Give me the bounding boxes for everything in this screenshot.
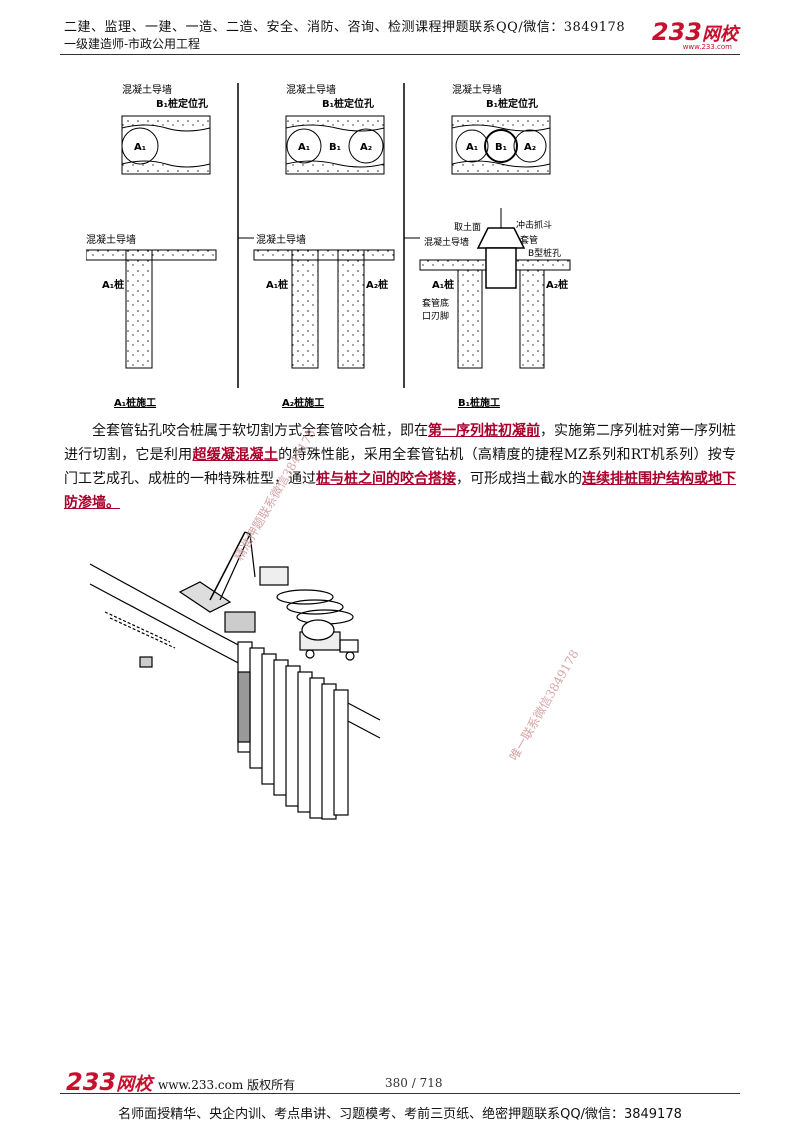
label-impact-grab: 冲击抓斗 (516, 219, 552, 231)
plan-label-locating-hole: B₁桩定位孔 (322, 97, 374, 110)
panel-2-plan: 混凝土导墙 B₁桩定位孔 A₁ B₁ A₂ (285, 83, 385, 175)
elev-label-guide-wall: 混凝土导墙 (424, 236, 469, 248)
panel-2-elevation: 混凝土导墙 A₁桩 A₂桩 A₂桩施工 (238, 233, 395, 409)
plan-label-locating-hole: B₁桩定位孔 (486, 97, 538, 110)
elev-label-guide-wall: 混凝土导墙 (86, 233, 136, 246)
logo-text: 网校 (116, 1074, 153, 1095)
pile-label: A₂桩 (366, 278, 388, 291)
panel-caption: B₁桩施工 (458, 396, 500, 409)
logo-url: www.233.com (682, 43, 732, 51)
plan-label-locating-hole: B₁桩定位孔 (156, 97, 208, 110)
highlight-pile-overlap: 桩与桩之间的咬合搭接 (316, 471, 456, 487)
footer-contact-line: 名师面授精华、央企内训、考点串讲、习题模考、考前三页纸、绝密押题联系QQ/微信：… (118, 1107, 682, 1122)
label-b-pile-hole: B型桩孔 (528, 247, 561, 259)
text-segment: 的特殊性能，采用全套管钻机（高精度的捷程MZ系列和RT机系列）按专门工艺成孔、成… (64, 447, 737, 487)
secant-pile-construction-diagram: 混凝土导墙 B₁桩定位孔 A₁ 混凝土导墙 A₁桩 A₁桩施工 混凝土导墙 B₁… (86, 83, 571, 409)
logo-text: 网校 (702, 24, 738, 45)
text-segment: 全套管钻孔咬合桩属于软切割方式全套管咬合桩，即在 (92, 423, 428, 439)
footer-logo[interactable]: 233网校 (66, 1068, 152, 1096)
circle-label: A₁ (466, 142, 478, 153)
plan-label-guide-wall: 混凝土导墙 (452, 83, 502, 96)
circle-label: A₁ (134, 142, 146, 153)
logo-number: 233 (66, 1068, 117, 1096)
header-line-2: 一级建造师-市政公用工程 (64, 37, 201, 51)
header-divider (60, 54, 740, 55)
header-logo[interactable]: 233网校 (652, 18, 738, 46)
circle-label: B₁ (495, 142, 507, 153)
panel-3-plan: 混凝土导墙 B₁桩定位孔 A₁ B₁ A₂ (451, 83, 551, 175)
header-line-1: 二建、监理、一建、一造、二造、安全、消防、咨询、检测课程押题联系QQ/微信：38… (64, 20, 626, 35)
panel-1-elevation: 混凝土导墙 A₁桩 A₁桩施工 (86, 233, 217, 409)
construction-site-illustration (89, 531, 381, 820)
plan-label-guide-wall: 混凝土导墙 (286, 83, 336, 96)
pile-label: A₁桩 (266, 278, 288, 291)
label-casing: 套管 (520, 234, 538, 246)
circle-label: A₂ (524, 142, 536, 153)
text-segment: ，实施第二序列桩对第一序列桩进行切割，它是利用 (64, 423, 736, 463)
text-segment: ，可形成挡土截水的 (456, 471, 582, 487)
circle-label: A₁ (298, 142, 310, 153)
highlight-continuous-pile-wall: 连续排桩围护结构或地下防渗墙。 (64, 471, 736, 511)
label-cutting-edge: 口刃脚 (422, 311, 449, 322)
footer-copyright: www.233.com 版权所有 (158, 1078, 296, 1092)
panel-caption: A₂桩施工 (282, 396, 324, 409)
body-paragraph: 全套管钻孔咬合桩属于软切割方式全套管咬合桩，即在第一序列桩初凝前，实施第二序列桩… (64, 419, 736, 515)
pile-label: A₁桩 (102, 278, 124, 291)
footer-divider (60, 1093, 740, 1094)
label-casing-bottom: 套管底 (422, 297, 449, 309)
highlight-super-retarded-concrete: 超缓凝混凝土 (192, 447, 279, 463)
panel-caption: A₁桩施工 (114, 396, 156, 409)
label-soil-surface: 取土面 (454, 221, 481, 233)
plan-label-guide-wall: 混凝土导墙 (122, 83, 172, 96)
circle-label: A₂ (360, 142, 372, 153)
panel-3-elevation: 混凝土导墙 取土面 冲击抓斗 套管 B型桩孔 套管底 口刃脚 A₁桩 A₂桩 B… (404, 208, 571, 409)
logo-number: 233 (651, 18, 702, 46)
elev-label-guide-wall: 混凝土导墙 (256, 233, 306, 246)
watermark: 唯一联系微信3849178 (506, 647, 582, 763)
highlight-first-pile-initial-set: 第一序列桩初凝前 (428, 423, 540, 439)
panel-1-plan: 混凝土导墙 B₁桩定位孔 A₁ (121, 83, 211, 175)
circle-label: B₁ (329, 142, 341, 153)
pile-label: A₂桩 (546, 278, 568, 291)
page-number: 380 / 718 (385, 1076, 443, 1090)
pile-label: A₁桩 (432, 278, 454, 291)
